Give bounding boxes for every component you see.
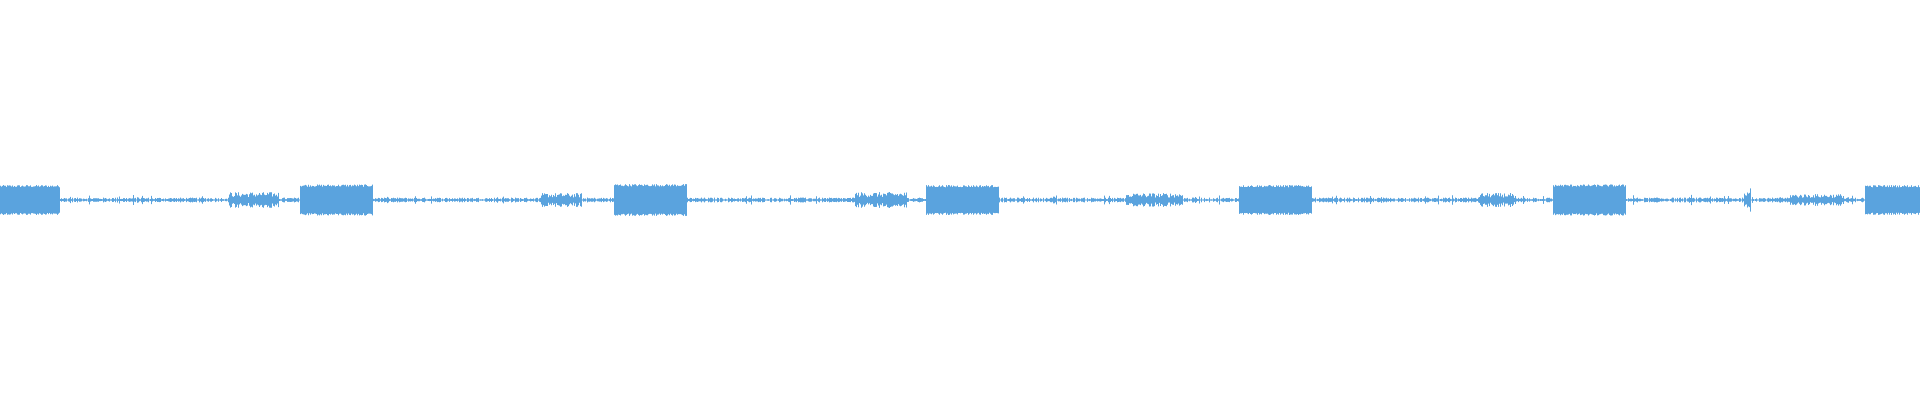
waveform-bars (0, 184, 1920, 216)
